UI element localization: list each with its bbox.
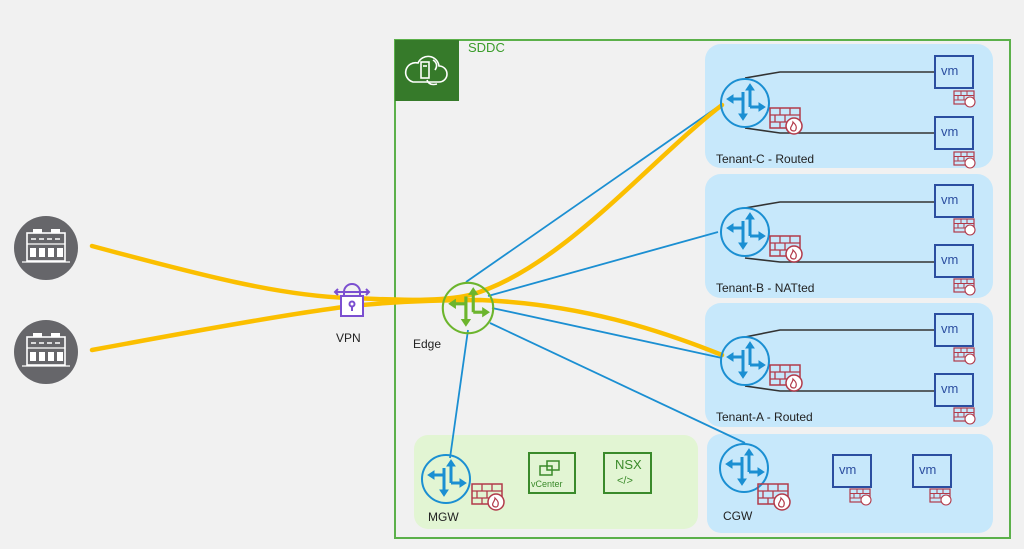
vm-links (744, 71, 935, 392)
vpn-label: VPN (336, 331, 361, 345)
vm-label: vm (941, 381, 959, 396)
datacenter-1-icon (13, 215, 79, 281)
nsx-label: NSX (615, 457, 642, 472)
datacenter-2-icon (13, 319, 79, 385)
mgw-panel (414, 435, 698, 529)
vcenter-icon[interactable] (528, 452, 576, 494)
nsx-sub-label: </> (617, 475, 633, 487)
vm-label: vm (941, 321, 959, 336)
tenant-c-panel (705, 44, 993, 168)
edge-label: Edge (413, 337, 442, 351)
vcenter-label: vCenter (531, 479, 563, 489)
edge-links (449, 103, 746, 459)
vm-label: vm (839, 462, 857, 477)
tenant-a-panel (705, 303, 993, 427)
nsx-icon[interactable] (603, 452, 652, 494)
vm-label: vm (941, 252, 959, 267)
vm-label: vm (941, 192, 959, 207)
vm-label: vm (941, 63, 959, 78)
tenant-b-label: Tenant-B - NATted (716, 281, 815, 295)
padlock-icon[interactable] (333, 283, 371, 317)
tenant-a-label: Tenant-A - Routed (716, 410, 813, 424)
sddc-boundary (394, 39, 1011, 539)
vpn-tunnels (89, 102, 725, 358)
vm-label: vm (941, 124, 959, 139)
vm-label: vm (919, 462, 937, 477)
tenant-b-panel (705, 174, 993, 298)
edge-router-icon[interactable] (441, 281, 495, 335)
tenant-c-label: Tenant-C - Routed (716, 152, 815, 166)
sddc-badge (395, 40, 459, 101)
mgw-label: MGW (428, 510, 459, 524)
cloud-server-sync-icon (404, 55, 448, 86)
cgw-label: CGW (723, 509, 753, 523)
sddc-title: SDDC (468, 40, 505, 55)
